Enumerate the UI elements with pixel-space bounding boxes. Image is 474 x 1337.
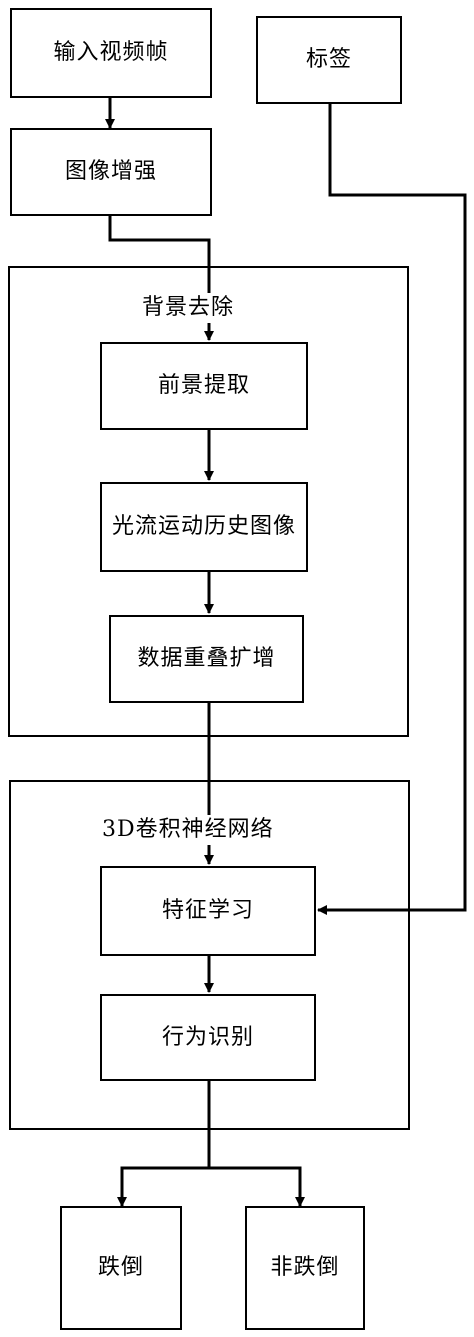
- behavior-recognition-label: 行为识别: [161, 1024, 254, 1050]
- feature-learning-box: 特征学习: [100, 866, 316, 956]
- non-fall-box: 非跌倒: [245, 1206, 365, 1330]
- fall-box: 跌倒: [60, 1206, 182, 1330]
- fall-label: 跌倒: [97, 1255, 144, 1280]
- foreground-extract-box: 前景提取: [100, 342, 308, 430]
- cnn3d-group: [9, 780, 410, 1130]
- data-augment-box: 数据重叠扩增: [109, 615, 304, 703]
- cnn3d-title: 3D卷积神经网络: [102, 815, 274, 845]
- image-enhance-label: 图像增强: [64, 159, 157, 184]
- optical-flow-label: 光流运动历史图像: [112, 514, 297, 539]
- input-frames-box: 输入视频帧: [10, 8, 212, 98]
- background-removal-title: 背景去除: [142, 293, 235, 323]
- non-fall-label: 非跌倒: [270, 1255, 340, 1280]
- label-text: 标签: [305, 47, 352, 72]
- input-frames-label: 输入视频帧: [53, 40, 169, 65]
- label-box: 标签: [256, 16, 402, 104]
- behavior-recognition-box: 行为识别: [100, 994, 316, 1081]
- background-removal-group: [8, 266, 409, 737]
- image-enhance-box: 图像增强: [10, 128, 212, 216]
- feature-learning-label: 特征学习: [161, 898, 254, 923]
- foreground-extract-label: 前景提取: [157, 373, 250, 398]
- optical-flow-box: 光流运动历史图像: [100, 482, 308, 572]
- data-augment-label: 数据重叠扩增: [137, 646, 276, 671]
